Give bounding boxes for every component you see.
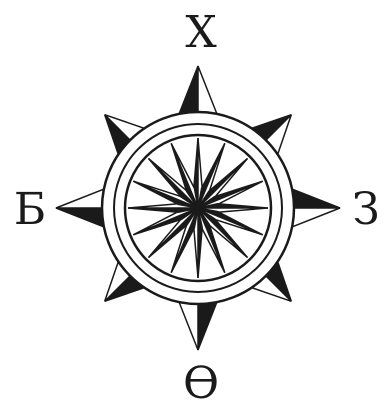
label-east: З [352,184,379,235]
label-north: Х [185,7,217,58]
center-pivot [196,206,200,210]
label-south: Ө [183,358,219,408]
label-west: Б [14,184,46,235]
